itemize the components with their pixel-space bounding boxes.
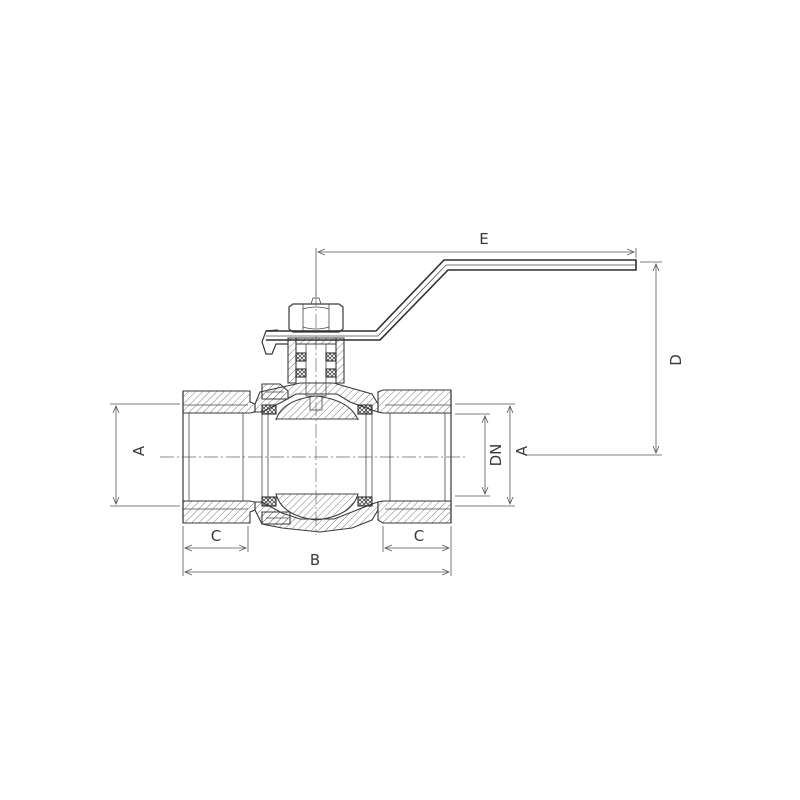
bonnet-top: [295, 337, 337, 345]
nut-chamfer-top: [302, 306, 330, 310]
handle-outline: [266, 259, 637, 341]
label-a-right: A: [513, 445, 531, 456]
stop-plate: [261, 383, 289, 400]
handle-inner-line-2: [377, 264, 447, 337]
o-ring-upper-left: [295, 352, 307, 362]
right-port-lower-wall: [377, 500, 452, 524]
label-c-left: C: [211, 527, 221, 545]
ball-upper: [275, 395, 359, 421]
valve-body: [254, 382, 379, 533]
stem-tip: [309, 395, 323, 411]
label-dn: DN: [487, 444, 505, 467]
bonnet-left-wall: [287, 337, 297, 384]
label-e: E: [479, 230, 488, 248]
left-port: [182, 390, 256, 524]
right-port: [377, 389, 452, 524]
stem-top: [310, 297, 322, 305]
o-ring-upper-right: [325, 352, 337, 362]
nut-chamfer-bottom: [302, 326, 330, 330]
label-c-right: C: [414, 527, 424, 545]
bonnet-right-wall: [335, 337, 345, 384]
seal-upper-left: [261, 404, 277, 415]
label-d: D: [667, 354, 685, 366]
label-a-left: A: [130, 445, 148, 456]
seal-lower-right: [357, 496, 373, 507]
o-ring-lower-left: [295, 368, 307, 378]
lever-handle: [266, 259, 637, 341]
ball-lower: [275, 493, 359, 521]
left-port-lower-wall: [182, 500, 256, 524]
right-port-upper-wall: [377, 389, 452, 414]
hex-nut: [288, 297, 344, 333]
o-ring-lower-right: [325, 368, 337, 378]
dimension-labels: E D A A DN C C B: [130, 230, 685, 569]
label-b: B: [310, 551, 320, 569]
stop-lug: [261, 329, 288, 355]
left-port-upper-wall: [182, 390, 256, 414]
nut-outline: [288, 303, 344, 333]
seal-lower-left: [261, 496, 277, 507]
seal-upper-right: [357, 404, 373, 415]
dimensions: [110, 248, 662, 576]
